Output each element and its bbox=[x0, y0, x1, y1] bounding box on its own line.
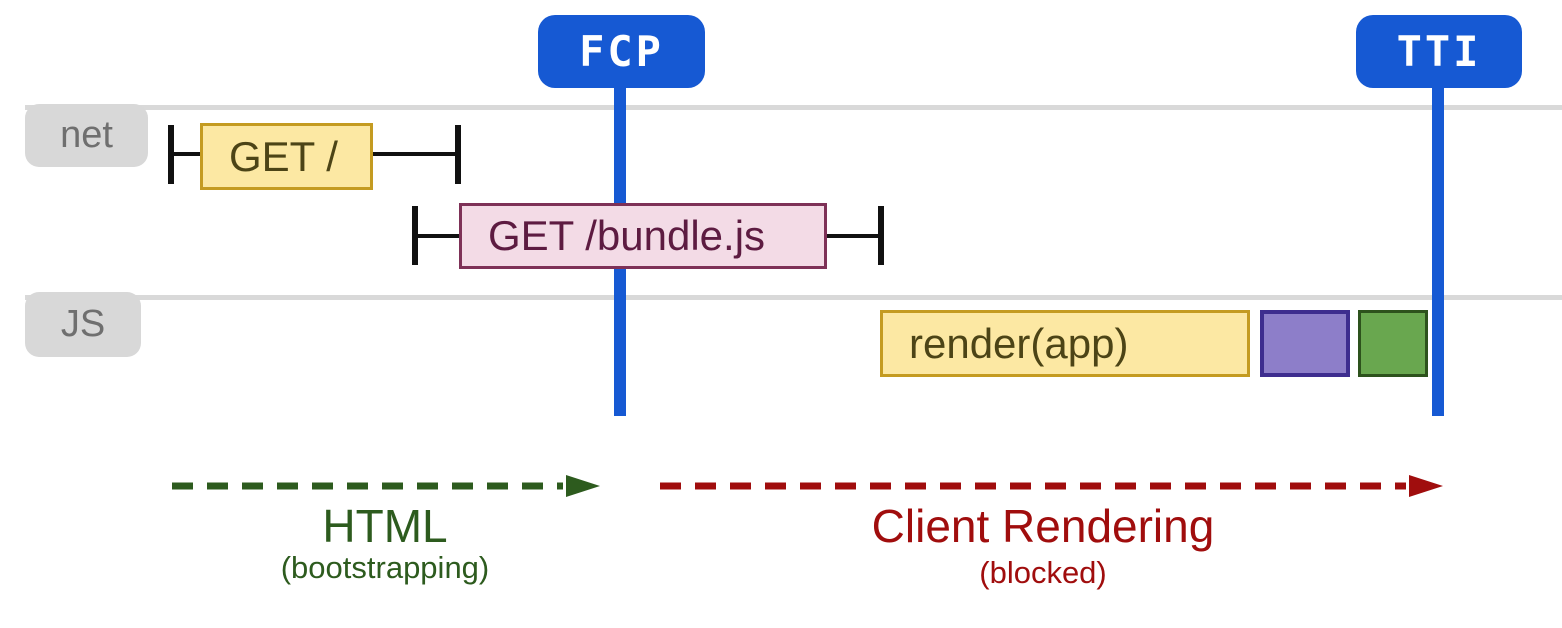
fcp-badge: FCP bbox=[538, 15, 705, 88]
client-rendering-phase-title: Client Rendering bbox=[871, 500, 1215, 552]
html-phase-arrowhead-icon bbox=[566, 475, 600, 497]
html-phase-title: HTML bbox=[322, 500, 448, 552]
html-phase-subtitle: (bootstrapping) bbox=[280, 550, 490, 585]
client-rendering-phase-arrow bbox=[660, 475, 1443, 497]
get-bundle-whisker-cap-right bbox=[878, 206, 884, 265]
get-bundle-request-label: GET /bundle.js bbox=[488, 212, 766, 259]
tti-marker-line bbox=[1432, 87, 1444, 416]
fcp-badge-label: FCP bbox=[579, 27, 664, 76]
net-lane-line bbox=[25, 105, 1562, 110]
get-root-request-label: GET / bbox=[229, 132, 338, 180]
render-app-task-bar: render(app) bbox=[880, 310, 1250, 377]
get-root-request-bar: GET / bbox=[200, 123, 373, 190]
client-rendering-arrowhead-icon bbox=[1409, 475, 1443, 497]
tti-badge: TTI bbox=[1356, 15, 1522, 88]
html-phase-arrow bbox=[172, 475, 600, 497]
get-root-whisker-cap-left bbox=[168, 125, 174, 184]
get-root-whisker-cap-right bbox=[455, 125, 461, 184]
js-lane-label-text: JS bbox=[60, 303, 106, 345]
tti-badge-label: TTI bbox=[1396, 27, 1482, 76]
get-bundle-whisker-cap-left bbox=[412, 206, 418, 265]
purple-task-bar bbox=[1260, 310, 1350, 377]
client-rendering-phase-subtitle: (blocked) bbox=[979, 555, 1107, 590]
render-app-task-label: render(app) bbox=[909, 319, 1129, 367]
js-lane-line bbox=[25, 295, 1562, 300]
green-task-bar bbox=[1358, 310, 1428, 377]
net-lane-label-text: net bbox=[60, 114, 113, 156]
get-bundle-request-bar: GET /bundle.js bbox=[459, 203, 827, 269]
net-lane-label: net bbox=[25, 104, 148, 167]
js-lane-label: JS bbox=[25, 292, 141, 357]
